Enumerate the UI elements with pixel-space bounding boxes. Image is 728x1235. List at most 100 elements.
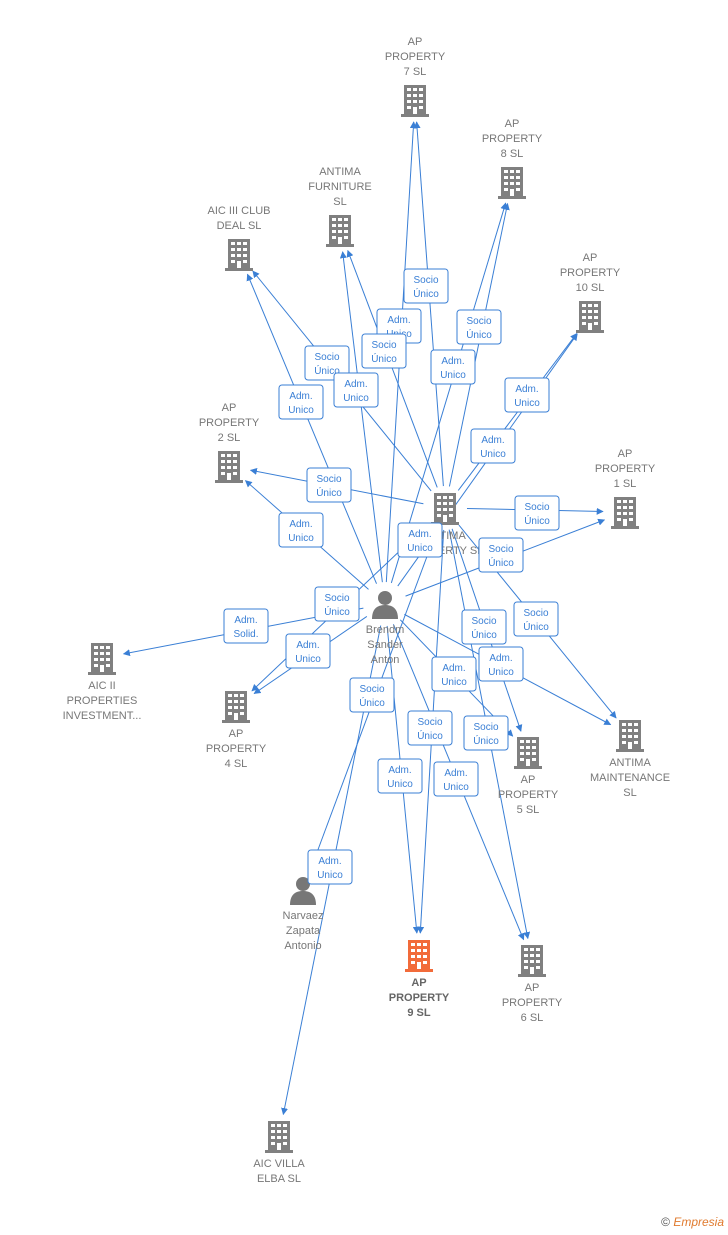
node-label-ap5: 5 SL (517, 804, 540, 816)
node-label-antimam: SL (623, 787, 636, 799)
node-label-ap2: PROPERTY (199, 417, 260, 429)
edge-label-text: Unico (514, 398, 540, 409)
edge-label-text: Socio (471, 616, 496, 627)
node-label-ap10: 10 SL (576, 282, 605, 294)
edge-label: Adm. Unico (470, 428, 516, 464)
edge-label-text: Único (324, 605, 350, 618)
edge-label-text: Adm. (481, 435, 504, 446)
building-icon (88, 643, 116, 675)
edge-label: Adm.Unico (397, 522, 443, 558)
node-label-ap5: PROPERTY (498, 789, 559, 801)
edge-label-text: Socio (324, 593, 349, 604)
building-icon (326, 215, 354, 247)
edge-label-text: Adm. (489, 653, 512, 664)
edge-label-text: Único (413, 287, 439, 300)
edge-brendm-to-ap8 (390, 202, 508, 584)
edge-label: Adm.Unico (478, 646, 524, 682)
edge-label-text: Socio (417, 717, 442, 728)
brand-name[interactable]: Empresia (673, 1215, 724, 1229)
edge-label-text: Adm. (318, 856, 341, 867)
edge-label-text: Socio (473, 722, 498, 733)
node-label-aic2: PROPERTIES (67, 695, 138, 707)
node-aic2[interactable]: AIC IIPROPERTIESINVESTMENT... (63, 643, 142, 722)
edge-label-text: Solid. (233, 629, 258, 640)
node-label-aic3: AIC III CLUB (208, 205, 271, 217)
edge-label: Adm.Unico (278, 512, 324, 548)
edge-label-text: Socio (413, 275, 438, 286)
node-label-narvaez: Antonio (284, 940, 321, 952)
node-label-narvaez: Narvaez (283, 910, 324, 922)
edge-label-text: Socio (523, 608, 548, 619)
edge-label-text: Unico (387, 779, 413, 790)
node-label-ap6: PROPERTY (502, 997, 563, 1009)
node-label-ap8: AP (505, 118, 520, 130)
node-label-ap9: 9 SL (407, 1007, 431, 1019)
node-label-ap6: AP (525, 982, 540, 994)
edge-label-text: Único (466, 328, 492, 341)
edge-label-text: Socio (524, 502, 549, 513)
building-icon (215, 451, 243, 483)
edge-label-text: Único (473, 734, 499, 747)
edge-label-text: Socio (314, 352, 339, 363)
edge-label-text: Único (359, 696, 385, 709)
building-icon (265, 1121, 293, 1153)
building-icon (225, 239, 253, 271)
node-label-ap10: AP (583, 252, 598, 264)
edge-label-text: Único (471, 628, 497, 641)
edge-label-text: Adm. (515, 384, 538, 395)
edge-label-text: Único (316, 486, 342, 499)
node-label-ap8: PROPERTY (482, 133, 543, 145)
edge-label-text: Unico (443, 782, 469, 793)
node-label-ap7: 7 SL (404, 66, 427, 78)
node-label-ap7: AP (408, 36, 423, 48)
edge-label-text: Único (417, 729, 443, 742)
copyright-symbol: © (661, 1215, 670, 1229)
node-label-ap4: AP (229, 728, 244, 740)
node-ap8[interactable]: AP PROPERTY 8 SL (482, 118, 543, 199)
edge-label-text: Único (524, 514, 550, 527)
node-label-antimaf: ANTIMA (319, 166, 361, 178)
edge-label-text: Socio (316, 474, 341, 485)
edge-label-text: Adm. (344, 379, 367, 390)
node-label-brendm: Brendm (366, 624, 405, 636)
edge-label-text: Unico (295, 654, 321, 665)
edge-label-text: Adm. (441, 356, 464, 367)
node-label-ap8: 8 SL (501, 148, 524, 160)
edge-label-text: Único (488, 556, 514, 569)
edge-label: Adm.Solid. (223, 608, 269, 644)
edge-label-text: Adm. (388, 765, 411, 776)
node-label-brendm: Sander (367, 639, 403, 651)
building-icon (616, 720, 644, 752)
edge-label-text: Socio (371, 340, 396, 351)
edge-label-text: Unico (317, 870, 343, 881)
node-label-ap9: PROPERTY (389, 992, 450, 1004)
edge-label-text: Unico (480, 449, 506, 460)
edge-label-text: Adm. (289, 519, 312, 530)
node-label-aic2: INVESTMENT... (63, 710, 142, 722)
edge-brendm-to-aic3 (246, 273, 377, 584)
edge-label: Adm.Unico (278, 384, 324, 420)
building-icon (401, 85, 429, 117)
node-label-ap4: 4 SL (225, 758, 248, 770)
